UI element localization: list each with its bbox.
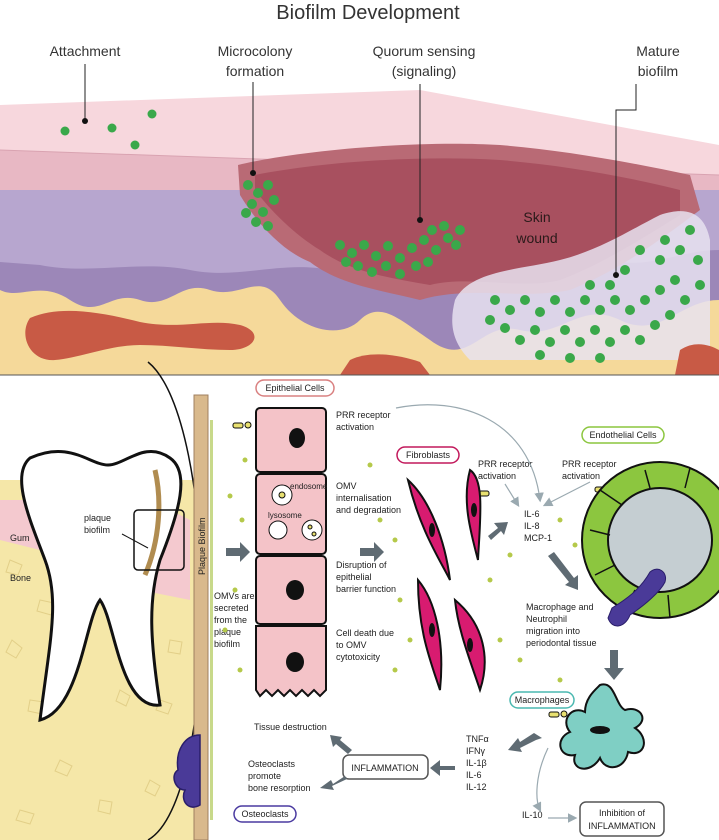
text-prr1-line1: PRR receptor [336, 410, 391, 420]
label-bone: Bone [10, 573, 31, 583]
epithelial-tag: Epithelial Cells [255, 379, 335, 397]
bacteria-dots [60, 109, 705, 363]
label-microcolony-line2: formation [226, 63, 284, 79]
skin-illustration [0, 90, 719, 376]
label-plaque-biofilm-vertical: Plaque Biofilm [197, 517, 207, 575]
text-prr3-line1: PRR receptor [562, 459, 617, 469]
text-tnf: TNFα [466, 734, 489, 744]
text-il10: IL-10 [522, 810, 543, 820]
thin-arrows [395, 404, 591, 823]
vesicles [268, 484, 323, 541]
label-endosome: endosome [290, 482, 328, 491]
text-omv-line3: and degradation [336, 505, 401, 515]
text-death-line1: Cell death due [336, 628, 394, 638]
text-cytokine-il6: IL-6 [524, 509, 540, 519]
label-mature-line1: Mature [636, 43, 680, 59]
label-quorum-line2: (signaling) [392, 63, 457, 79]
inflammation-box: INFLAMMATION [342, 754, 429, 780]
macrophages-tag: Macrophages [509, 691, 575, 709]
label-microcolony-line1: Microcolony [218, 43, 293, 59]
endothelial-tag: Endothelial Cells [581, 426, 665, 444]
inhibition-box: Inhibition of INFLAMMATION [579, 801, 665, 837]
text-migration-line2: Neutrophil [526, 614, 567, 624]
text-prr1-line2: activation [336, 422, 374, 432]
text-disruption-line2: epithelial [336, 572, 372, 582]
label-skin-wound-line2: wound [515, 230, 557, 246]
label-skin-wound-line1: Skin [523, 209, 550, 225]
text-omvs-line3: from the [214, 615, 247, 625]
label-mature-line2: biofilm [638, 63, 678, 79]
text-il12: IL-12 [466, 782, 487, 792]
label-plaque-line1: plaque [84, 513, 111, 523]
top-pointer-lines [84, 64, 637, 275]
endothelial-tag-label: Endothelial Cells [589, 430, 657, 440]
text-disruption-line3: barrier function [336, 584, 396, 594]
inhibition-line2: INFLAMMATION [588, 821, 655, 831]
inhibition-line1: Inhibition of [599, 808, 646, 818]
text-omvs-line5: biofilm [214, 639, 240, 649]
text-migration-line4: periodontal tissue [526, 638, 597, 648]
text-death-line3: cytotoxicity [336, 652, 381, 662]
osteoclasts-tag-label: Osteoclasts [241, 809, 289, 819]
text-osteoclasts-line3: bone resorption [248, 783, 311, 793]
text-death-line2: to OMV [336, 640, 367, 650]
text-prr3-line2: activation [562, 471, 600, 481]
text-omvs-line4: plaque [214, 627, 241, 637]
label-lysosome: lysosome [268, 511, 302, 520]
inflammation-label: INFLAMMATION [351, 763, 418, 773]
text-omvs-line1: OMVs are [214, 591, 255, 601]
text-omvs-line2: secreted [214, 603, 249, 613]
process-arrows [226, 522, 624, 790]
label-plaque-line2: biofilm [84, 525, 110, 535]
macrophages-tag-label: Macrophages [515, 695, 570, 705]
label-gum: Gum [10, 533, 30, 543]
pointer-dots [82, 118, 619, 278]
macrophage-nucleus [590, 726, 610, 734]
text-cytokine-il8: IL-8 [524, 521, 540, 531]
plaque-pointer-line [121, 533, 149, 549]
text-migration-line1: Macrophage and [526, 602, 594, 612]
tooth-section [0, 361, 203, 840]
text-prr2-line1: PRR receptor [478, 459, 533, 469]
omv-particles [222, 457, 578, 683]
text-tissue-destruction: Tissue destruction [254, 722, 327, 732]
fibroblasts-tag: Fibroblasts [396, 446, 460, 464]
blood-vessel [581, 461, 719, 627]
text-prr2-line2: activation [478, 471, 516, 481]
text-osteoclasts-line1: Osteoclasts [248, 759, 296, 769]
osteoclasts-tag: Osteoclasts [233, 805, 297, 823]
text-osteoclasts-line2: promote [248, 771, 281, 781]
nuclei [286, 428, 305, 672]
text-migration-line3: migration into [526, 626, 580, 636]
text-omv-line2: internalisation [336, 493, 392, 503]
fibroblast-cells [406, 468, 486, 694]
text-disruption-line1: Disruption of [336, 560, 387, 570]
fibroblast-nuclei [429, 503, 477, 652]
epithelial-tag-label: Epithelial Cells [265, 383, 325, 393]
plaque-biofilm-column [173, 394, 213, 840]
text-omv-line1: OMV [336, 481, 357, 491]
text-cytokine-mcp1: MCP-1 [524, 533, 552, 543]
diagram-title: Biofilm Development [276, 2, 460, 24]
text-il6b: IL-6 [466, 770, 482, 780]
text-ifn: IFNγ [466, 746, 485, 756]
label-quorum-line1: Quorum sensing [373, 43, 476, 59]
text-il1b: IL-1β [466, 758, 487, 768]
fibroblasts-tag-label: Fibroblasts [406, 450, 451, 460]
epithelial-cells [255, 407, 327, 698]
label-attachment: Attachment [50, 43, 121, 59]
